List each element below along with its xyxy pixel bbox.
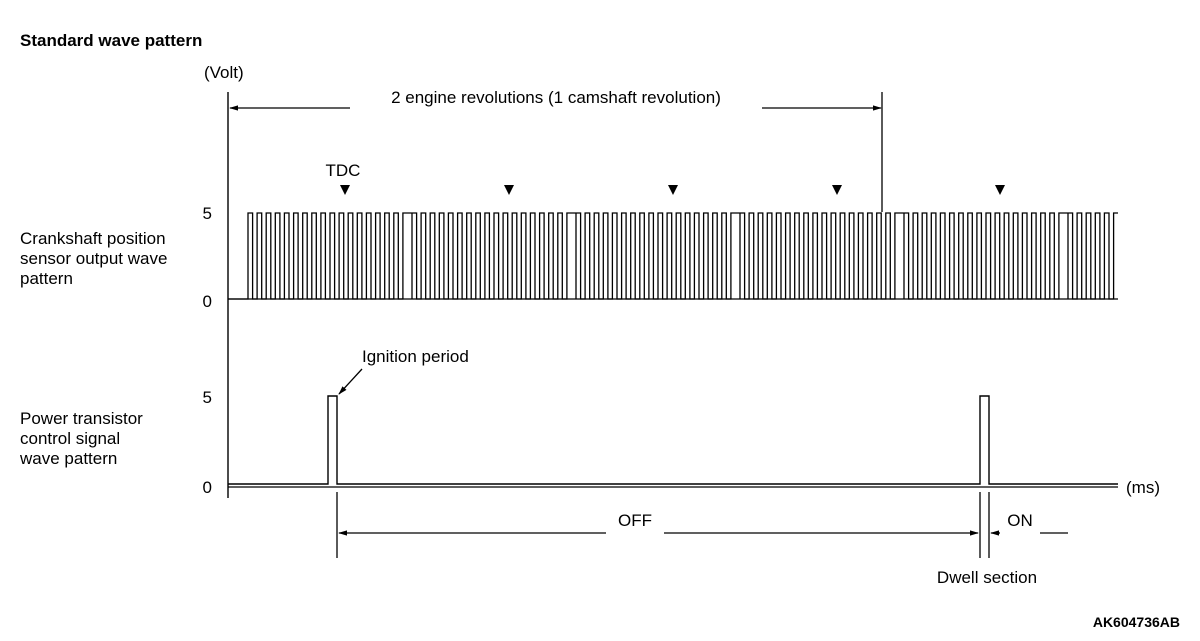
crank-label-line-3: pattern [20,269,73,288]
tdc-marker-icon [995,185,1005,195]
crank-label-line-2: sensor output wave [20,249,167,268]
ignition-label-line-1: Power transistor [20,409,143,428]
ignition-label-line-3: wave pattern [19,449,117,468]
figure-code: AK604736AB [1093,614,1180,630]
ignition-period-label: Ignition period [362,347,469,366]
ignition-low-value: 0 [203,478,212,497]
ignition-waveform [228,395,1118,485]
crankshaft-waveform [228,212,1118,300]
tdc-marker-icon [340,185,350,195]
tdc-marker-icon [504,185,514,195]
tdc-markers [340,185,1005,195]
diagram-title: Standard wave pattern [20,31,202,50]
crank-low-value: 0 [203,292,212,311]
on-label: ON [1007,511,1033,530]
ignition-period-pointer [338,368,363,395]
tdc-label: TDC [326,161,361,180]
y-axis-unit-label: (Volt) [204,63,244,82]
dwell-section-label: Dwell section [937,568,1037,587]
ignition-high-value: 5 [203,388,212,407]
off-label-background [606,510,664,534]
ignition-signal-label: Power transistor control signal wave pat… [19,409,143,468]
tdc-marker-icon [668,185,678,195]
crank-high-value: 5 [203,204,212,223]
ignition-label-line-2: control signal [20,429,120,448]
x-axis-unit-label: (ms) [1126,478,1160,497]
crank-label-line-1: Crankshaft position [20,229,166,248]
crank-signal-label: Crankshaft position sensor output wave p… [20,229,167,288]
tdc-marker-icon [832,185,842,195]
revolution-label-background [350,86,762,112]
off-label: OFF [618,511,652,530]
on-label-background [1000,510,1040,534]
revolution-label: 2 engine revolutions (1 camshaft revolut… [391,88,721,107]
